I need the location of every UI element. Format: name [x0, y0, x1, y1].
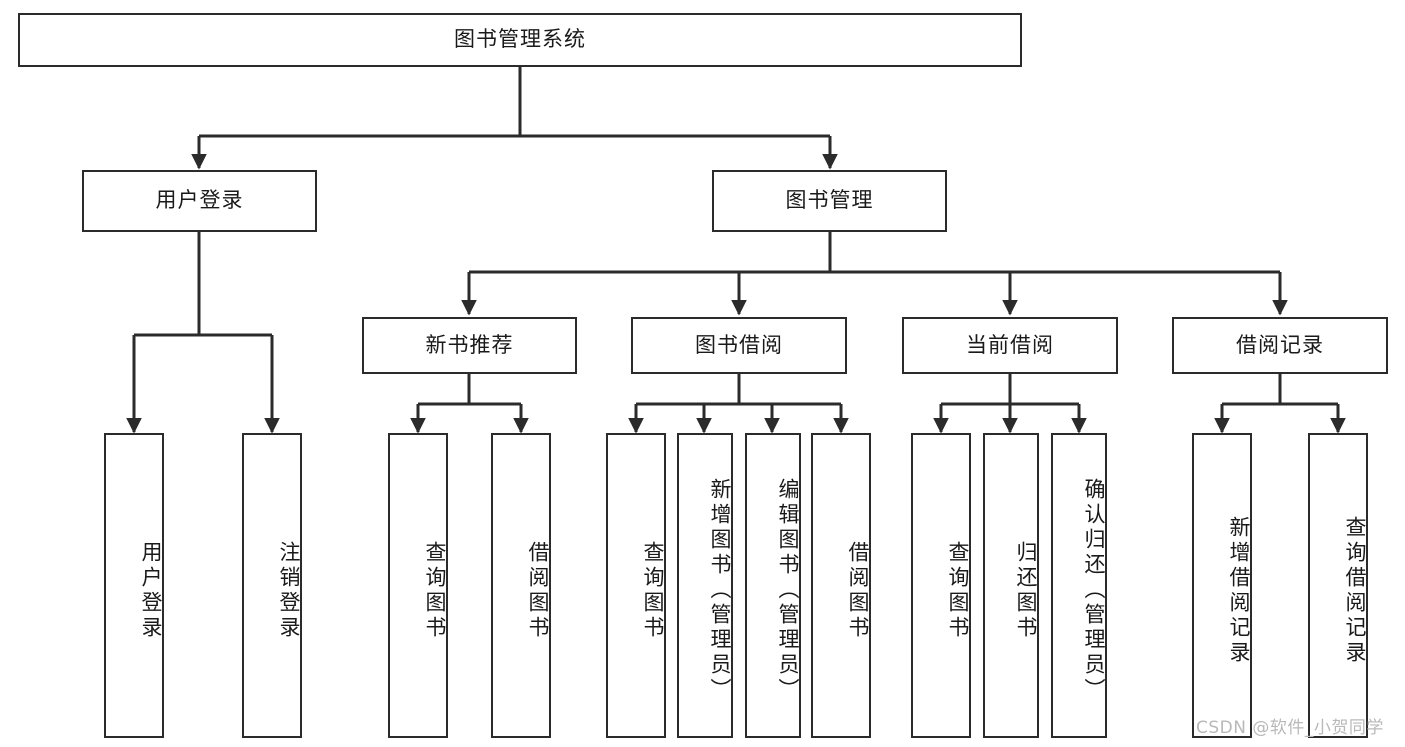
node-book-management[interactable]: 图书管理	[712, 170, 947, 232]
node-label: 查询图书	[946, 540, 970, 641]
node-label: 查询借阅记录	[1343, 515, 1367, 666]
node-label: 新增图书（管理员）	[708, 478, 732, 703]
leaf-current-confirm-return[interactable]: 确认归还（管理员）	[1051, 433, 1107, 738]
node-label: 用户登录	[155, 188, 244, 213]
node-label: 借阅图书	[846, 540, 870, 641]
leaf-recommend-borrow-book[interactable]: 借阅图书	[491, 433, 551, 738]
node-label: 图书借阅	[695, 332, 783, 357]
node-root-system[interactable]: 图书管理系统	[18, 13, 1022, 67]
node-current-borrow[interactable]: 当前借阅	[902, 317, 1118, 374]
leaf-logout[interactable]: 注销登录	[242, 433, 302, 738]
node-new-book-recommend[interactable]: 新书推荐	[362, 317, 577, 374]
node-label: 确认归还（管理员）	[1082, 478, 1106, 703]
node-label: 查询图书	[423, 540, 447, 641]
leaf-borrow-borrow-book[interactable]: 借阅图书	[811, 433, 871, 738]
node-user-login[interactable]: 用户登录	[82, 170, 317, 232]
csdn-watermark: CSDN @软件_小贺同学	[1196, 718, 1384, 738]
node-label: 注销登录	[277, 540, 301, 641]
node-label: 查询图书	[641, 540, 665, 641]
node-label: 编辑图书（管理员）	[776, 478, 800, 703]
node-borrow-record[interactable]: 借阅记录	[1172, 317, 1388, 374]
node-label: 归还图书	[1014, 540, 1038, 641]
leaf-current-query-book[interactable]: 查询图书	[911, 433, 971, 738]
leaf-record-query[interactable]: 查询借阅记录	[1308, 433, 1368, 738]
leaf-record-add[interactable]: 新增借阅记录	[1192, 433, 1252, 738]
node-label: 借阅图书	[526, 540, 550, 641]
leaf-current-return-book[interactable]: 归还图书	[983, 433, 1039, 738]
node-label: 借阅记录	[1236, 332, 1324, 357]
node-label: 新增借阅记录	[1227, 515, 1251, 666]
node-label: 图书管理系统	[454, 27, 586, 52]
node-book-borrow[interactable]: 图书借阅	[631, 317, 847, 374]
leaf-recommend-query-book[interactable]: 查询图书	[388, 433, 448, 738]
node-label: 新书推荐	[425, 332, 514, 357]
leaf-borrow-edit-book[interactable]: 编辑图书（管理员）	[745, 433, 801, 738]
node-label: 用户登录	[139, 540, 163, 641]
node-label: 图书管理	[785, 188, 874, 213]
leaf-user-login[interactable]: 用户登录	[104, 433, 164, 738]
leaf-borrow-add-book[interactable]: 新增图书（管理员）	[677, 433, 733, 738]
node-label: 当前借阅	[966, 332, 1054, 357]
leaf-borrow-query-book[interactable]: 查询图书	[606, 433, 666, 738]
